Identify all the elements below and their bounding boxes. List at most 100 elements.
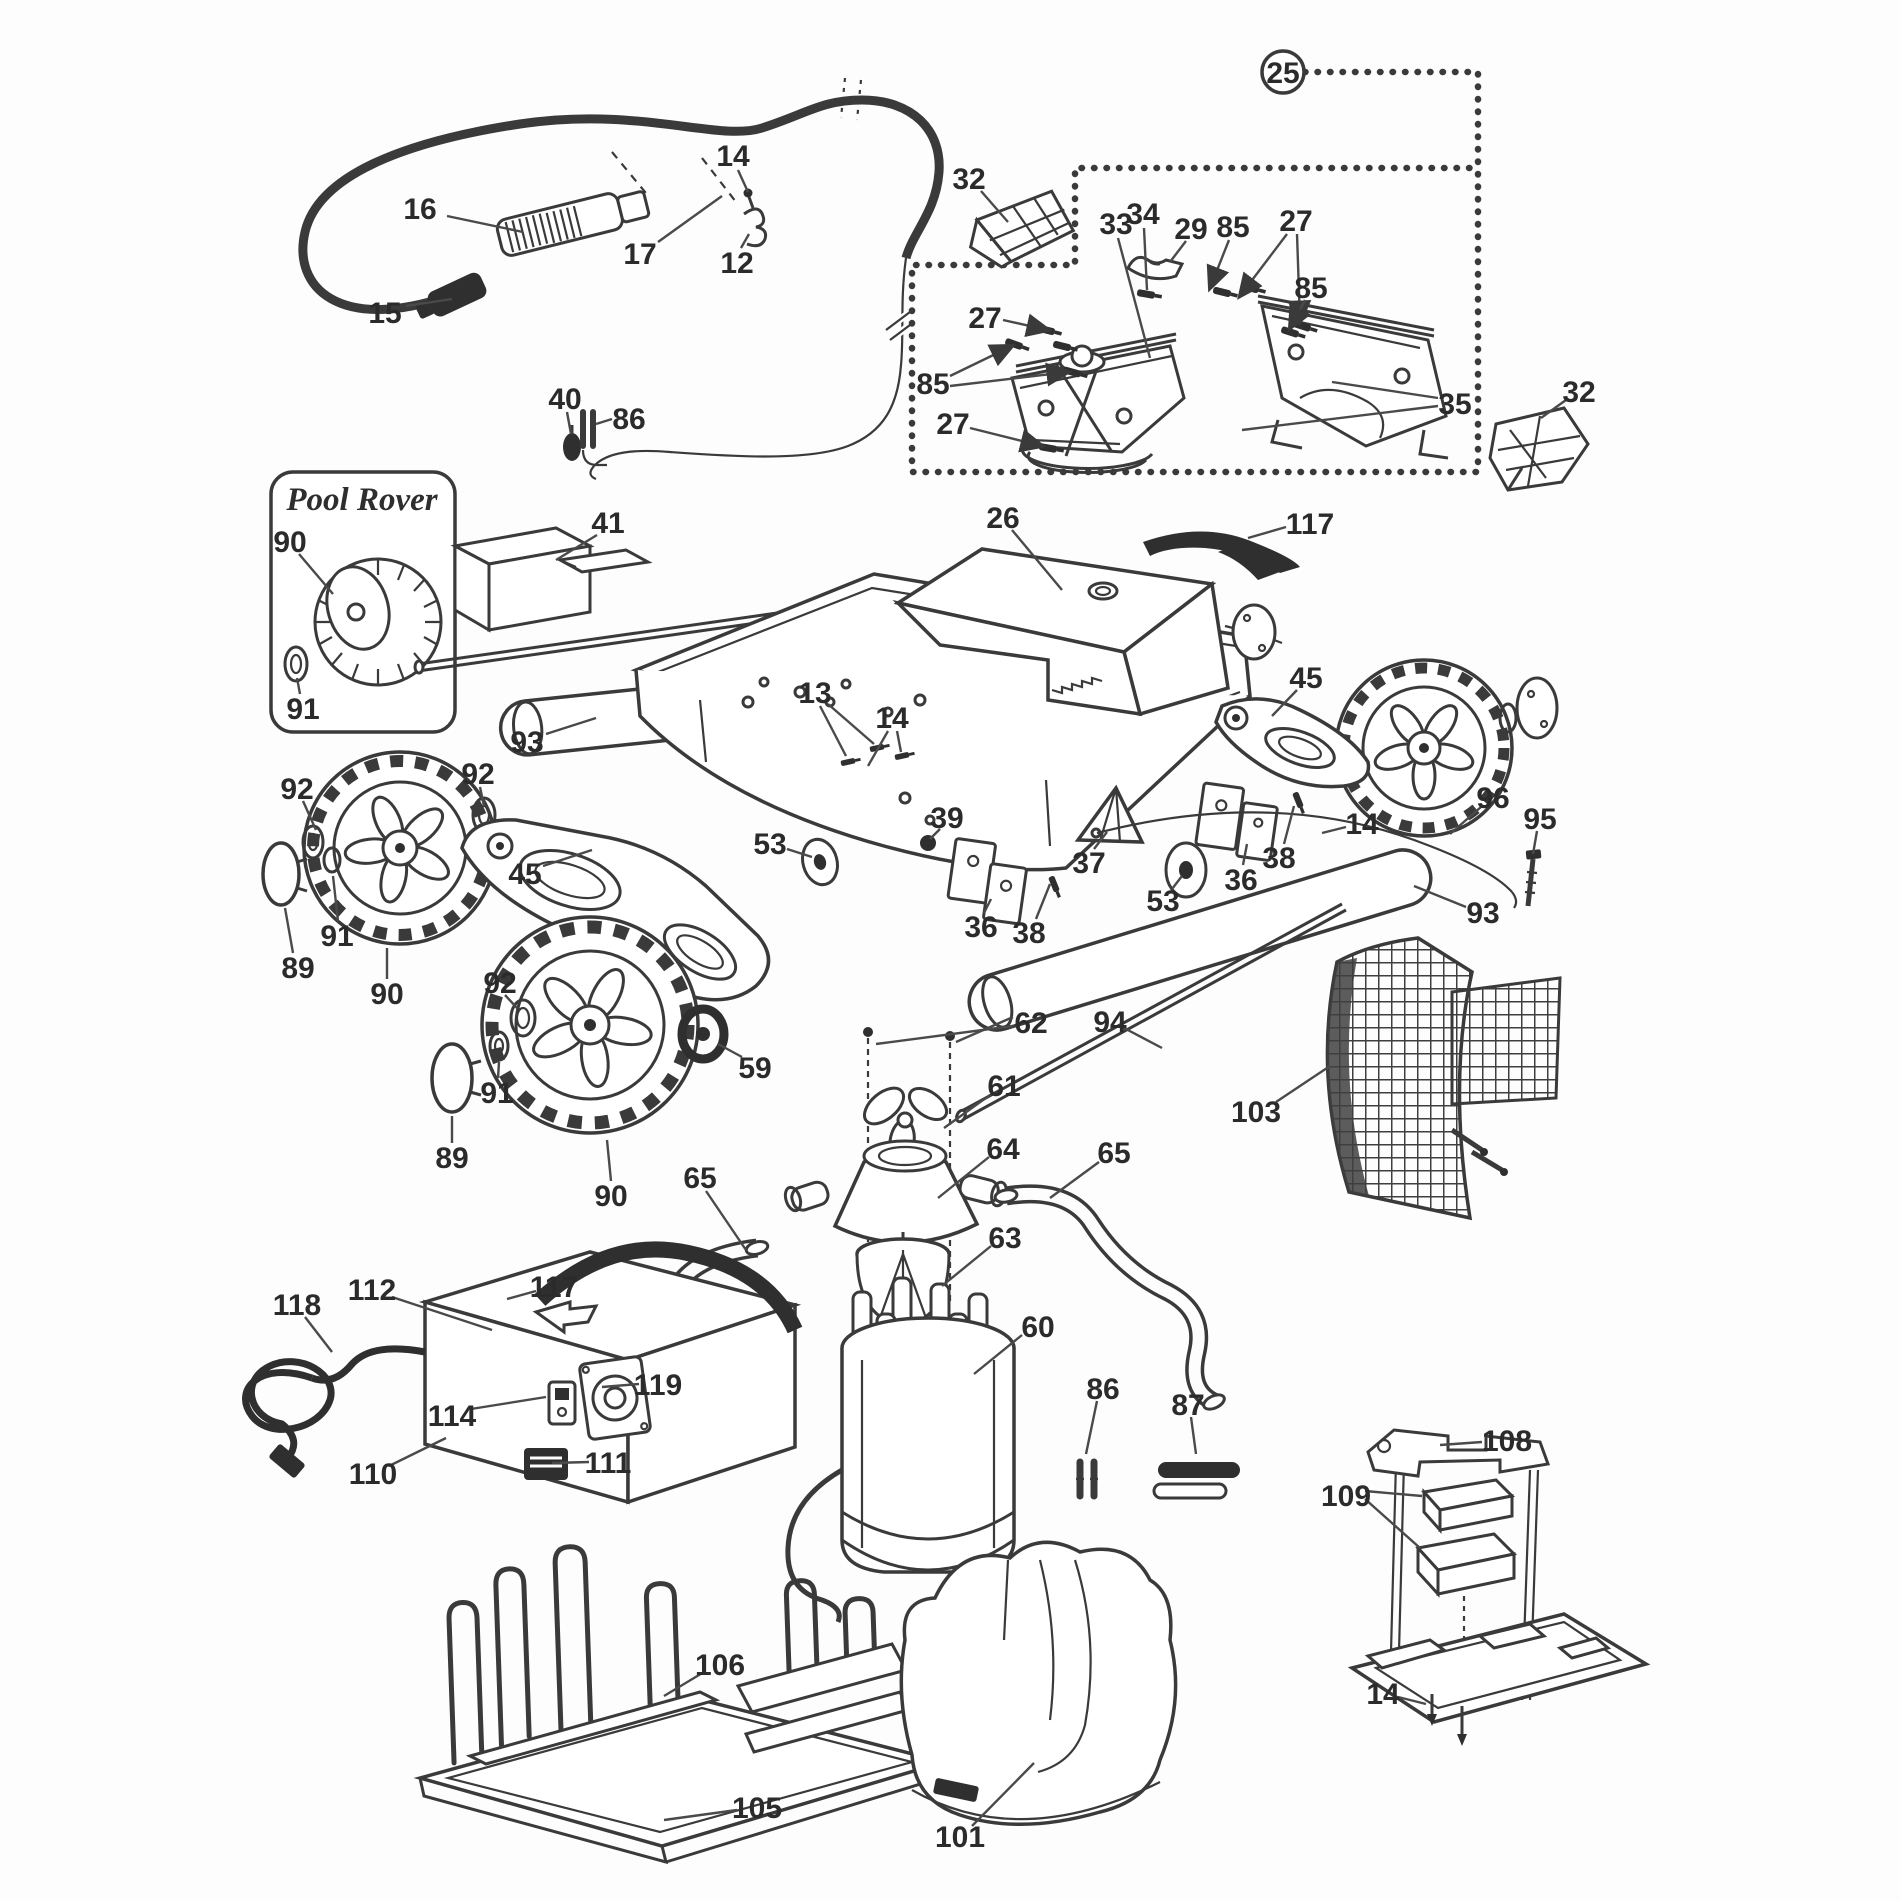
part-label-109-64: 109 (1321, 1480, 1371, 1513)
hub-cap-89-lower (430, 1042, 482, 1114)
leader-line-35 (1241, 404, 1439, 432)
leader-line-17 (657, 195, 723, 243)
leader-line-64 (937, 1156, 990, 1199)
leader-line-92 (478, 786, 486, 807)
leader-line-40 (565, 411, 573, 435)
mesh-filter-103 (1325, 936, 1562, 1221)
part-label-25-7: 25 (1266, 57, 1299, 90)
part-label-92-40: 92 (461, 758, 494, 791)
propeller-61 (862, 1086, 949, 1166)
spacer-blocks-109 (1415, 1478, 1518, 1676)
part-label-14-65: 14 (1366, 1678, 1400, 1711)
part-label-94-52: 94 (1093, 1006, 1127, 1039)
leader-line-35 (1331, 380, 1439, 400)
leader-line-89 (283, 907, 295, 954)
part-label-91-45: 91 (480, 1077, 513, 1110)
leader-line-90 (605, 1139, 613, 1182)
washer-53-left (801, 837, 839, 887)
part-label-93-51: 93 (1466, 897, 1499, 930)
inset-title: Pool Rover (285, 482, 438, 518)
leader-line-14 (866, 730, 890, 767)
plug-39 (920, 835, 936, 851)
part-label-33-9: 33 (1099, 208, 1132, 241)
leader-line-119 (601, 1382, 640, 1389)
part-label-111-71: 111 (585, 1447, 632, 1480)
leader-line-27 (969, 426, 1047, 453)
rating-label-111 (524, 1448, 568, 1480)
part-label-14-27: 14 (875, 702, 909, 735)
part-label-65-57: 65 (1097, 1137, 1130, 1170)
leader-line-91 (496, 1061, 501, 1079)
leader-line-63 (941, 1245, 992, 1287)
ring-91-upper (322, 846, 342, 874)
leader-line-85 (1206, 239, 1231, 293)
leader-line-39 (929, 828, 941, 840)
part-label-62-54: 62 (1014, 1007, 1047, 1040)
leader-line-29 (1169, 240, 1187, 263)
brackets-36-bottom (946, 837, 1028, 926)
part-label-40-5: 40 (548, 383, 581, 416)
part-label-106-73: 106 (695, 1649, 745, 1682)
axle-washer-92-right (1498, 702, 1518, 734)
bearing-59 (677, 1004, 729, 1064)
leader-line-60 (973, 1334, 1023, 1375)
leader-line-106 (663, 1670, 705, 1698)
output-socket-119 (578, 1355, 652, 1441)
leader-line-36 (1241, 843, 1249, 866)
inset-ring-91 (283, 645, 309, 683)
part-label-27-15: 27 (968, 302, 1001, 335)
group-25-dotted-outline (908, 49, 1482, 476)
inset-wheel-90 (313, 557, 443, 687)
leader-line-92 (301, 800, 318, 831)
part-label-86-6: 86 (612, 403, 645, 436)
leader-line-108 (1439, 1440, 1483, 1447)
part-label-65-58: 65 (683, 1162, 716, 1195)
leader-line-38 (1282, 805, 1296, 845)
arrow-emboss-112 (532, 1299, 599, 1335)
part-label-17-2: 17 (623, 238, 656, 271)
leader-line-37 (1093, 831, 1108, 850)
pins-86-top (580, 409, 607, 467)
leader-line-117 (506, 1289, 537, 1301)
leader-line-94 (1123, 1026, 1163, 1050)
part-label-36-34: 36 (1224, 864, 1257, 897)
basket-32-right (1488, 406, 1590, 492)
part-label-39-28: 39 (930, 802, 963, 835)
leader-line-65 (1049, 1161, 1100, 1199)
leader-line-86 (1084, 1400, 1099, 1455)
cover-bag-101 (899, 1540, 1178, 1827)
leader-line-86 (595, 417, 613, 426)
part-label-60-60: 60 (1021, 1311, 1054, 1344)
leader-line-34 (1142, 227, 1149, 291)
part-label-38-32: 38 (1012, 917, 1045, 950)
hub-cap-89-upper (261, 841, 308, 907)
part-label-117-67: 117 (530, 1271, 578, 1304)
part-label-92-41: 92 (483, 967, 516, 1000)
part-label-110-72: 110 (349, 1458, 397, 1491)
part-label-114-70: 114 (428, 1400, 477, 1433)
part-label-32-19: 32 (1562, 376, 1595, 409)
leader-line-15 (405, 297, 453, 308)
wheel-right (1334, 658, 1514, 838)
part-label-35-18: 35 (1438, 388, 1471, 421)
leader-line-27 (1237, 233, 1288, 300)
part-label-117-22: 117 (1286, 508, 1334, 541)
motor-canister-60 (785, 1276, 1016, 1623)
leader-line-13 (818, 705, 848, 757)
part-label-87-62: 87 (1171, 1389, 1204, 1422)
part-label-85-16: 85 (916, 368, 949, 401)
part-label-119-69: 119 (634, 1369, 682, 1402)
leader-line-53 (1171, 875, 1183, 890)
part-label-91-42: 91 (320, 920, 353, 953)
cable-ties (1450, 1127, 1508, 1176)
cover-plate-mid (1224, 603, 1283, 661)
leader-line-13 (827, 703, 875, 745)
leader-line-27 (1002, 313, 1053, 338)
leader-line-45 (542, 848, 593, 868)
leader-line-93 (1413, 884, 1467, 909)
part-label-14-1: 14 (716, 140, 750, 173)
part-label-45-38: 45 (1289, 662, 1322, 695)
leader-line-101 (971, 1762, 1035, 1827)
part-label-92-39: 92 (280, 773, 313, 806)
